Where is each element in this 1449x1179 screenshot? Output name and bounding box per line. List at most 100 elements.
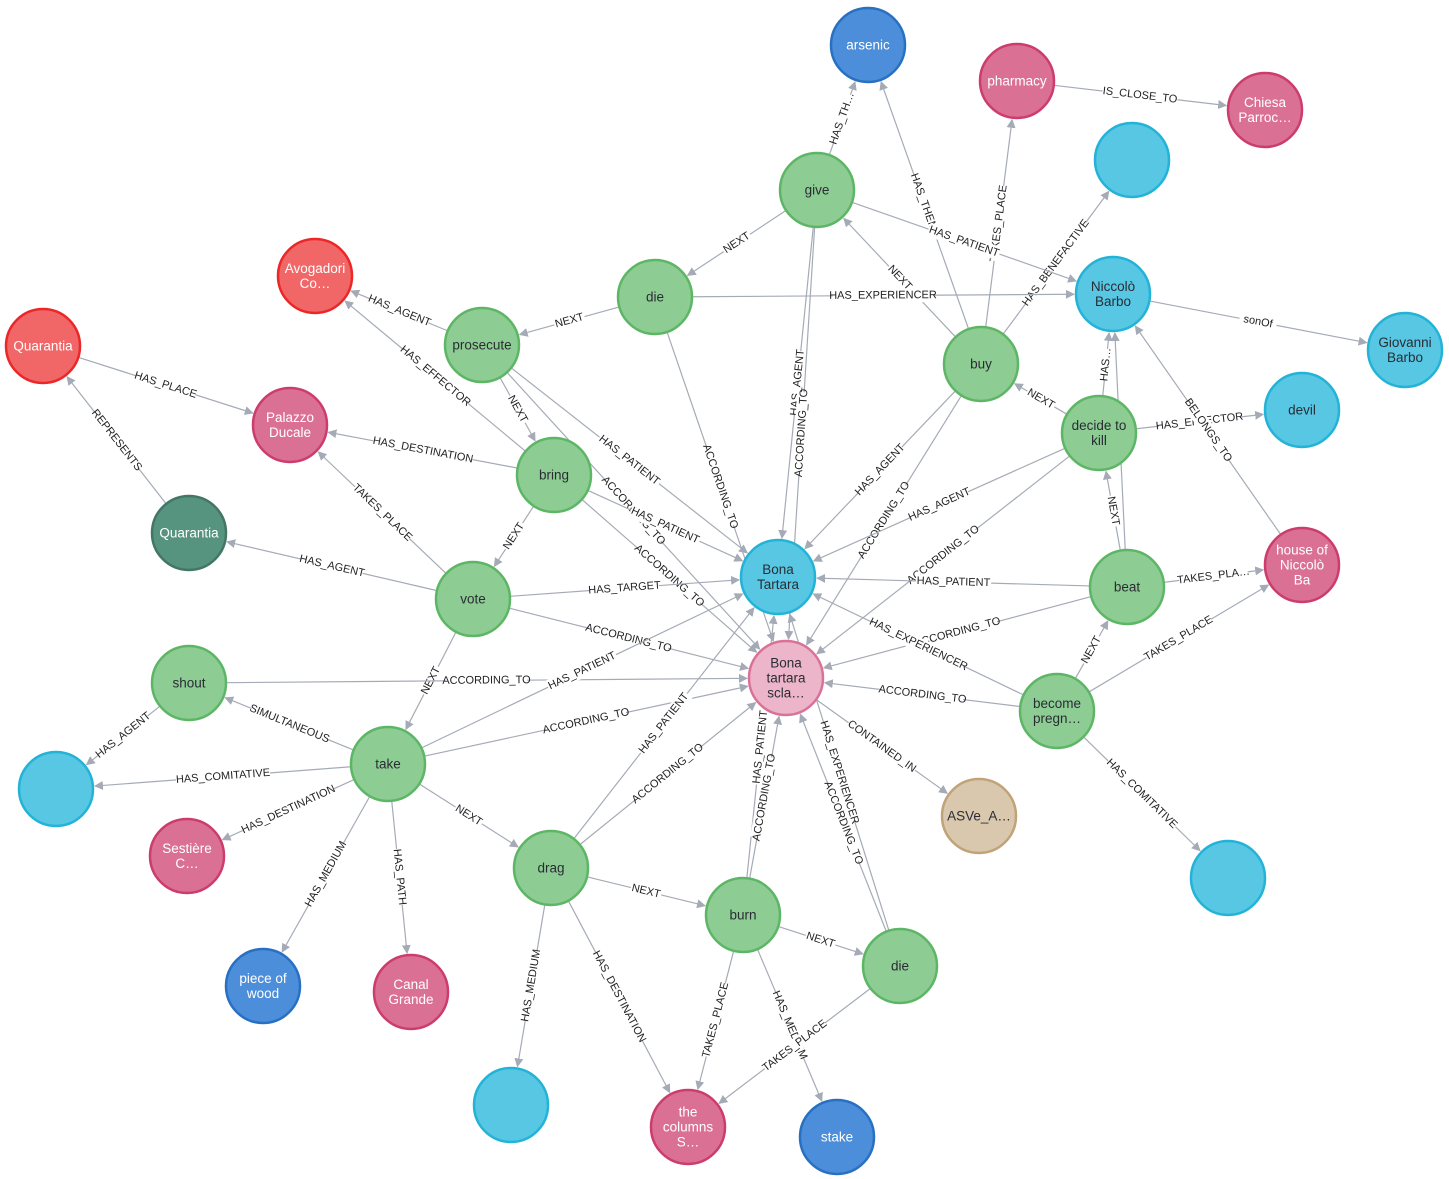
node-columns[interactable]: thecolumnsS… xyxy=(649,1088,727,1166)
edge-burn-die2-next[interactable]: NEXT xyxy=(778,925,864,956)
edge-buy-pharmacy-takes-place[interactable]: TAKES_PLACE xyxy=(985,118,1016,328)
edge-give-die1-next[interactable]: NEXT xyxy=(686,209,787,277)
node-stake[interactable]: stake xyxy=(798,1098,876,1176)
edge-beat-decide-next[interactable]: NEXT xyxy=(1102,470,1123,551)
edge-give-niccolo-has-patient[interactable]: HAS_PATIENT xyxy=(851,201,1078,283)
edge-vote-bona-has-target[interactable]: HAS_TARGET xyxy=(509,575,740,598)
node-devil[interactable]: devil xyxy=(1263,371,1341,449)
node-die2[interactable]: die xyxy=(861,927,939,1005)
node-circle[interactable] xyxy=(443,306,521,384)
node-beat[interactable]: beat xyxy=(1088,548,1166,626)
node-circle[interactable] xyxy=(798,1098,876,1176)
node-circle[interactable] xyxy=(17,750,95,828)
node-blank-top[interactable] xyxy=(1093,121,1171,199)
node-blank-left[interactable] xyxy=(17,750,95,828)
edge-die2-columns-takes-place[interactable]: TAKES_PLACE xyxy=(718,987,871,1104)
node-circle[interactable] xyxy=(1088,548,1166,626)
edge-take-shout-simultaneous[interactable]: SIMULTANEOUS xyxy=(224,696,354,751)
node-chiesa[interactable]: ChiesaParroc… xyxy=(1226,71,1304,149)
node-circle[interactable] xyxy=(515,436,593,514)
edge-die1-niccolo-has-experiencer[interactable]: HAS_EXPERIENCER xyxy=(691,288,1075,303)
node-circle[interactable] xyxy=(150,644,228,722)
node-give[interactable]: give xyxy=(778,151,856,229)
edge-bring-palazzo-has-destination[interactable]: HAS_DESTINATION xyxy=(327,429,518,469)
node-arsenic[interactable]: arsenic xyxy=(829,6,907,84)
edge-take-sestiere-has-destination[interactable]: HAS_DESTINATION xyxy=(221,778,355,841)
edge-decide-bona-has-agent[interactable]: HAS_AGENT xyxy=(812,447,1066,562)
edge-buy-doc-according-to[interactable]: ACCORDING_TO xyxy=(806,395,962,646)
node-circle[interactable] xyxy=(1226,71,1304,149)
edge-decide-niccolo-has[interactable]: HAS… xyxy=(1097,331,1115,397)
node-circle[interactable] xyxy=(251,386,329,464)
node-circle[interactable] xyxy=(649,1088,727,1166)
node-drag[interactable]: drag xyxy=(512,829,590,907)
node-circle[interactable] xyxy=(829,6,907,84)
edge-become-blank_right-has-comitative[interactable]: HAS_COMITATIVE xyxy=(1083,736,1201,852)
node-circle[interactable] xyxy=(224,947,302,1025)
node-circle[interactable] xyxy=(940,777,1018,855)
node-prosecute[interactable]: prosecute xyxy=(443,306,521,384)
edge-give-arsenic-has-th[interactable]: HAS_TH… xyxy=(827,80,858,156)
edge-decide-buy-next[interactable]: NEXT xyxy=(1013,383,1068,415)
node-circle[interactable] xyxy=(372,953,450,1031)
node-circle[interactable] xyxy=(1263,526,1341,604)
edge-shout-blank_left-has-agent[interactable]: HAS_AGENT xyxy=(85,705,161,766)
node-become[interactable]: becomepregn… xyxy=(1018,672,1096,750)
edge-drag-burn-next[interactable]: NEXT xyxy=(586,876,706,909)
edge-burn-columns-takes-place[interactable]: TAKES_PLACE xyxy=(695,950,735,1091)
node-circle[interactable] xyxy=(472,1066,550,1144)
edge-vote-doc-according-to[interactable]: ACCORDING_TO xyxy=(508,607,750,671)
node-die1[interactable]: die xyxy=(616,258,694,336)
node-quarantia-inst[interactable]: Quarantia xyxy=(4,307,82,385)
node-blank-bottom[interactable] xyxy=(472,1066,550,1144)
node-bring[interactable]: bring xyxy=(515,436,593,514)
node-doc[interactable]: Bonatartarascla… xyxy=(747,639,825,717)
edge-quarantia_inst-palazzo-has-place[interactable]: HAS_PLACE xyxy=(78,356,254,415)
node-circle[interactable] xyxy=(1366,311,1444,389)
node-blank-right[interactable] xyxy=(1189,839,1267,917)
edge-become-beat-next[interactable]: NEXT xyxy=(1074,620,1109,680)
edge-die1-prosecute-next[interactable]: NEXT xyxy=(518,306,620,337)
node-circle[interactable] xyxy=(739,538,817,616)
node-circle[interactable] xyxy=(148,817,226,895)
node-circle[interactable] xyxy=(1093,121,1171,199)
node-circle[interactable] xyxy=(1263,371,1341,449)
edge-beat-house-takes-pla[interactable]: TAKES_PLA… xyxy=(1163,564,1265,588)
node-circle[interactable] xyxy=(942,325,1020,403)
edge-niccolo-giovanni-sonof[interactable]: sonOf xyxy=(1149,300,1368,346)
node-circle[interactable] xyxy=(1018,672,1096,750)
node-circle[interactable] xyxy=(1189,839,1267,917)
node-circle[interactable] xyxy=(778,151,856,229)
node-circle[interactable] xyxy=(616,258,694,336)
node-burn[interactable]: burn xyxy=(704,876,782,954)
edge-drag-blank_bottom-has-medium[interactable]: HAS_MEDIUM xyxy=(514,904,546,1068)
node-circle[interactable] xyxy=(150,494,228,572)
node-vote[interactable]: vote xyxy=(434,560,512,638)
edge-take-canal-has-path[interactable]: HAS_PATH xyxy=(389,800,411,955)
node-asve[interactable]: ASVe_A… xyxy=(940,777,1018,855)
edge-shout-doc-according-to[interactable]: ACCORDING_TO xyxy=(225,673,748,688)
node-circle[interactable] xyxy=(1074,255,1152,333)
node-circle[interactable] xyxy=(861,927,939,1005)
node-circle[interactable] xyxy=(276,237,354,315)
node-circle[interactable] xyxy=(349,725,427,803)
node-shout[interactable]: shout xyxy=(150,644,228,722)
edge-pharmacy-chiesa-is-close-to[interactable]: IS_CLOSE_TO xyxy=(1053,84,1228,109)
node-circle[interactable] xyxy=(978,42,1056,120)
node-pharmacy[interactable]: pharmacy xyxy=(978,42,1056,120)
edge-take-drag-next[interactable]: NEXT xyxy=(418,783,519,848)
edge-take-piece_wood-has-medium[interactable]: HAS_MEDIUM xyxy=(281,795,371,953)
edge-vote-quarantia_grp-has-agent[interactable]: HAS_AGENT xyxy=(226,539,438,592)
node-circle[interactable] xyxy=(704,876,782,954)
node-circle[interactable] xyxy=(1060,394,1138,472)
edge-become-doc-according-to[interactable]: ACCORDING_TO xyxy=(823,679,1021,708)
edge-quarantia_grp-quarantia_inst-represents[interactable]: REPRESENTS xyxy=(66,376,167,505)
edge-bring-vote-next[interactable]: NEXT xyxy=(493,505,535,568)
